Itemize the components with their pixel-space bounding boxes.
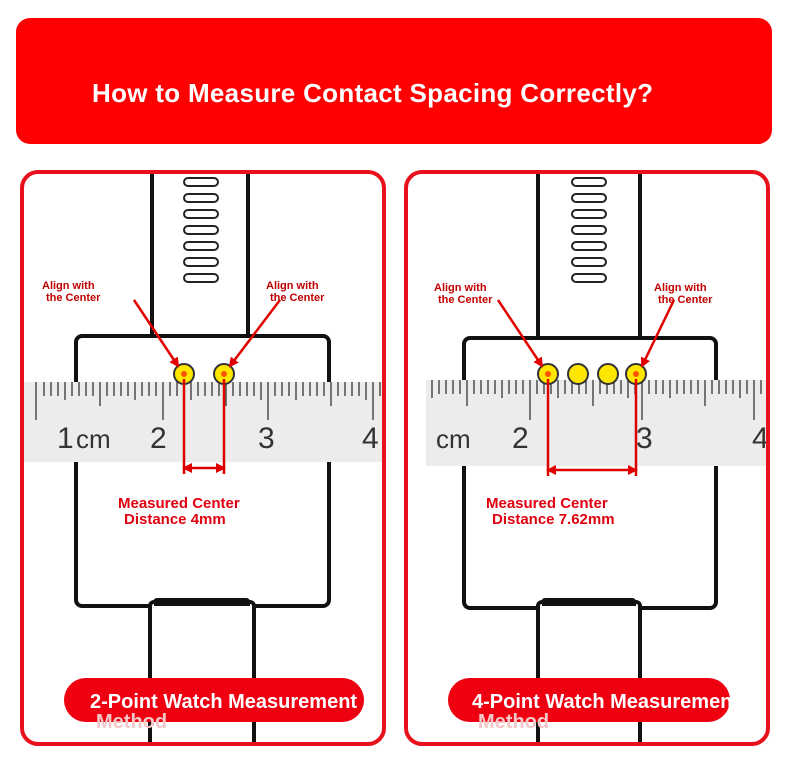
method-label: 4-Point Watch Measurement Method <box>472 691 740 733</box>
left-callout: Align with the Center <box>42 280 101 304</box>
right-callout: Align with the Center <box>654 282 713 306</box>
method-label: 2-Point Watch Measurement Method <box>90 691 358 733</box>
ruler-mark-3: 3 <box>258 422 275 455</box>
ruler-mark-cm: cm <box>76 424 111 454</box>
title-banner: How to Measure Contact Spacing Correctly… <box>16 18 772 144</box>
ruler-mark-4: 4 <box>752 422 769 455</box>
measure-caption: Measured Center Distance 7.62mm <box>486 495 615 528</box>
two-point-illustration: 1 cm 2 3 4 <box>24 174 382 742</box>
ruler-ticks <box>35 382 381 420</box>
right-callout: Align with the Center <box>266 280 325 304</box>
strap-holes <box>183 177 219 283</box>
right-align-arrow <box>228 299 281 368</box>
measure-caption: Measured Center Distance 4mm <box>118 495 240 528</box>
method-pill <box>448 678 730 722</box>
watch-body <box>462 336 718 610</box>
ruler-mark-4: 4 <box>362 422 379 455</box>
contact-pins <box>537 363 647 385</box>
two-point-panel: 1 cm 2 3 4 Align with the Center Align w… <box>20 170 386 746</box>
ruler-mark-cm: cm <box>436 424 471 454</box>
ruler-mark-3: 3 <box>636 422 653 455</box>
left-align-arrow <box>496 299 544 368</box>
ruler-ticks <box>431 380 762 420</box>
watch-body <box>74 334 331 608</box>
ruler-mark-2: 2 <box>150 422 167 455</box>
four-point-illustration: cm 2 3 4 <box>426 174 769 742</box>
strap-holes <box>571 177 607 283</box>
ruler-mark-1: 1 <box>57 422 74 455</box>
method-pill <box>64 678 364 722</box>
ruler <box>24 382 382 462</box>
four-point-panel: cm 2 3 4 Align with the Center Align wit… <box>404 170 770 746</box>
right-align-arrow <box>640 299 676 368</box>
page-title: How to Measure Contact Spacing Correctly… <box>92 78 654 108</box>
contact-pins <box>173 363 235 385</box>
left-align-arrow <box>132 299 180 368</box>
ruler-mark-2: 2 <box>512 422 529 455</box>
ruler <box>426 380 766 466</box>
left-callout: Align with the Center <box>434 282 493 306</box>
